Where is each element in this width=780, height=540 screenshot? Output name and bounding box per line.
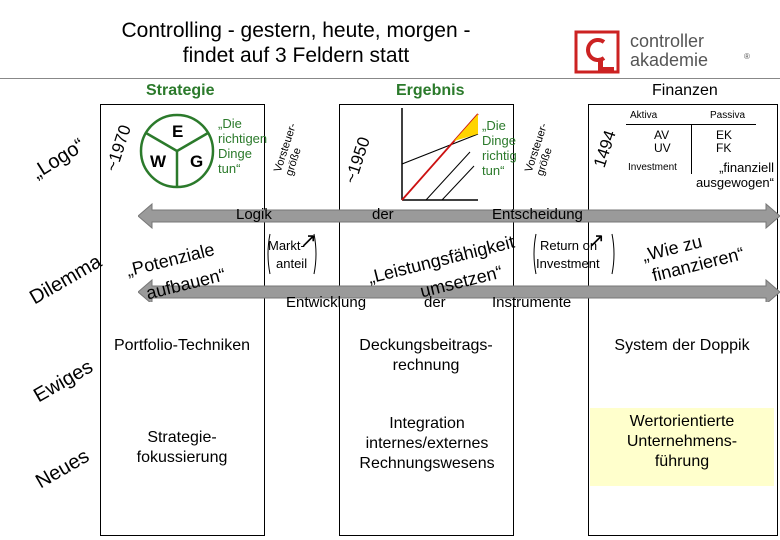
passiva-label: Passiva [710,110,746,121]
finanziell-label: „finanziell ausgewogen“ [695,160,774,190]
vorsteuer-label-2: Vorsteuer- größe [523,122,562,178]
ewiges-finanzen: System der Doppik [614,337,750,354]
logo-mark-icon [574,30,620,74]
ewg-w: W [150,152,167,171]
return-line2: Investment [536,256,600,271]
header-ergebnis: Ergebnis [396,82,465,99]
label-neues: Neues [32,445,94,494]
ek-label: EK [716,128,733,142]
ewg-e: E [172,122,184,141]
neues-finanzen: Wertorientierte Unternehmens-führung [590,408,774,486]
vorsteuer-label-1: Vorsteuer- größe [272,122,311,178]
controller-akademie-logo: controller akademie ® [574,30,764,74]
breakeven-chart-icon [401,108,479,201]
header-strategie: Strategie [146,82,215,99]
arrow-instrumente: Instrumente [492,294,572,311]
page-title: Controlling - gestern, heute, morgen - f… [121,19,471,67]
logo-registered-mark: ® [744,52,750,61]
arrow-entwicklung: Entwicklung [286,294,367,311]
strategie-column [100,104,265,536]
ewiges-strategie: Portfolio-Techniken [113,337,251,354]
ewg-g: G [190,152,204,171]
balance-vline [691,124,692,174]
ewg-circle-icon [139,113,215,189]
header-finanzen: Finanzen [652,82,718,99]
neues-ergebnis: Integration internes/externes Rechnungsw… [359,415,495,472]
ergebnis-quote: „Die Dinge richtig tun“ [482,118,517,178]
arrow-der-bottom: der [424,294,446,311]
fk-label: FK [716,141,732,155]
marktanteil-arrow-icon: ↗ [300,230,317,252]
uv-label: UV [654,141,671,155]
strategie-quote: „Die richtigen Dinge tun“ [218,116,268,176]
logo-line2: akademie [630,50,709,70]
arrow-logik: Logik [236,206,272,223]
label-logo: „Logo“ [28,134,89,184]
roi-brackets [533,233,615,275]
label-ewiges: Ewiges [30,355,97,408]
double-arrow-icon [138,202,780,302]
marktanteil-brackets [267,233,317,275]
logo-line1: controller [630,31,705,51]
ewiges-ergebnis: Deckungsbeitrags-rechnung [359,337,493,374]
av-label: AV [654,128,670,142]
return-line1: Return on [540,238,598,253]
marktanteil-line1: Markt- [268,238,305,253]
arrow-der-top: der [372,206,394,223]
label-dilemma: Dilemma [26,250,106,310]
neues-finanzen-text: Wertorientierte Unternehmens-führung [626,413,738,470]
ergebnis-column [339,104,514,536]
roi-arrow-icon: ↗ [588,230,605,252]
aktiva-label: Aktiva [630,110,658,121]
arrow-entscheidung: Entscheidung [492,206,583,223]
marktanteil-line2: anteil [276,256,308,271]
title-divider [0,78,780,79]
investment-label: Investment [628,162,677,173]
neues-strategie: Strategie-fokussierung [136,429,228,466]
